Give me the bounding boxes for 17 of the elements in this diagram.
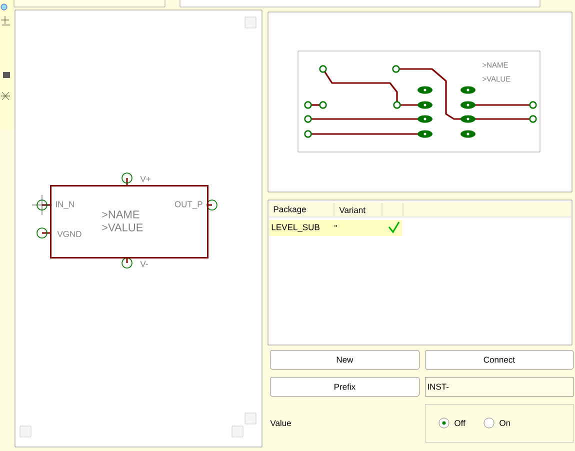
button: New [270,350,420,370]
input-field: INST- [425,377,574,396]
radio-group-box [425,404,574,442]
table-cell: " [334,225,337,227]
pin-label: IN_N [56,201,74,209]
column-header: Variant [339,206,366,214]
button: Connect [425,350,574,370]
table-cell: LEVEL_SUB [272,224,320,232]
column-header: Package [274,206,306,214]
node-label: Off [454,420,466,426]
node-label: On [500,420,510,426]
radio-button: Off [438,418,466,428]
pin-label: VGND [57,231,82,237]
radio-button: On [484,418,510,428]
button: Prefix [270,377,420,396]
field-label: Value [270,420,291,426]
pin-label: OUT_P [174,201,202,209]
